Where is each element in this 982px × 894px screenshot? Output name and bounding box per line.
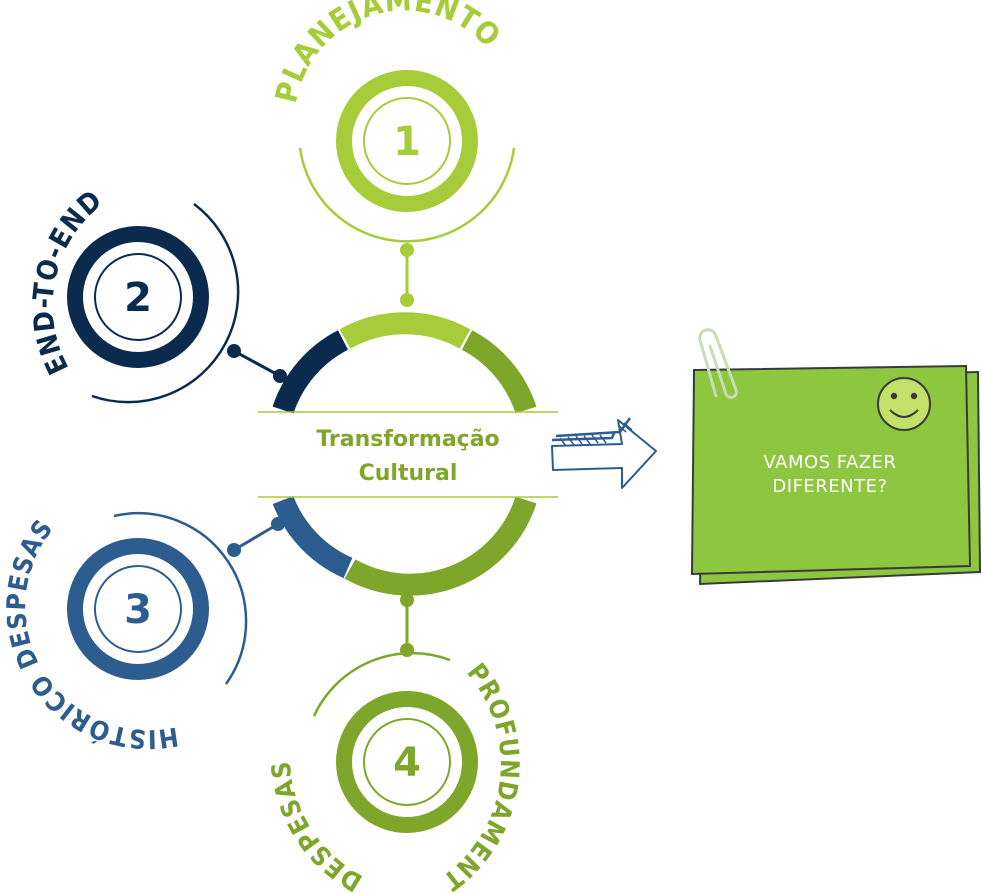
center-title-line2: Cultural xyxy=(359,461,458,486)
step-3-outer-arc xyxy=(113,512,248,685)
step-2-connector-dot-1 xyxy=(227,344,241,358)
step-1-ring xyxy=(336,70,478,212)
step-3-connector xyxy=(233,522,279,552)
step-3-connector-dot-2 xyxy=(271,517,285,531)
step-4-connector-dot-bottom xyxy=(400,643,414,657)
note-line2: DIFERENTE? xyxy=(772,476,887,497)
step-1-number: 1 xyxy=(393,119,421,165)
step-2-inner-ring xyxy=(94,253,182,341)
step-2-number: 2 xyxy=(124,275,152,321)
ring-segment-light-green-top xyxy=(339,312,471,349)
sticky-note: VAMOS FAZER DIFERENTE? xyxy=(690,328,982,586)
ring-segment-navy xyxy=(272,330,349,414)
step-1-outer-arc xyxy=(298,147,516,243)
step-3-inner-ring xyxy=(94,565,182,653)
right-arrow-icon xyxy=(551,417,657,489)
ring-segment-green-right xyxy=(461,330,537,414)
step-2-connector-dot-2 xyxy=(273,369,287,383)
step-2-end-to-end: 2 END-TO-END xyxy=(26,183,287,404)
step-1-connector-dot-top xyxy=(400,243,414,257)
smiley-icon xyxy=(877,377,931,431)
step-1-planejamento: 1 PLANEJAMENTO xyxy=(269,0,516,307)
step-3-connector-dot-1 xyxy=(227,543,241,557)
step-4-connector-dot-top xyxy=(400,593,414,607)
step-1-connector-dot-bottom xyxy=(400,293,414,307)
ring-segment-green-bottom xyxy=(344,496,537,596)
paperclip-icon xyxy=(698,328,738,399)
step-4-ring xyxy=(336,691,478,833)
step-1-inner-ring xyxy=(363,97,451,185)
step-4-inner-ring xyxy=(363,718,451,806)
center-title-line1: Transformação xyxy=(316,427,499,452)
step-2-outer-arc xyxy=(91,202,240,404)
step-4-outer-arc xyxy=(312,651,451,717)
step-4-number: 4 xyxy=(393,740,421,786)
ring-segment-blue xyxy=(272,495,353,579)
step-1-label: PLANEJAMENTO xyxy=(269,0,506,106)
note-line1: VAMOS FAZER xyxy=(763,452,896,473)
step-3-historico-despesas: 3 HISTÓRICO DESPESAS xyxy=(2,512,285,753)
svg-text:PLANEJAMENTO: PLANEJAMENTO xyxy=(269,0,507,106)
step-2-ring xyxy=(67,226,209,368)
center-ring: Transformação Cultural xyxy=(258,312,558,596)
step-3-number: 3 xyxy=(124,587,152,633)
step-2-connector xyxy=(233,349,281,378)
step-3-ring xyxy=(67,538,209,680)
